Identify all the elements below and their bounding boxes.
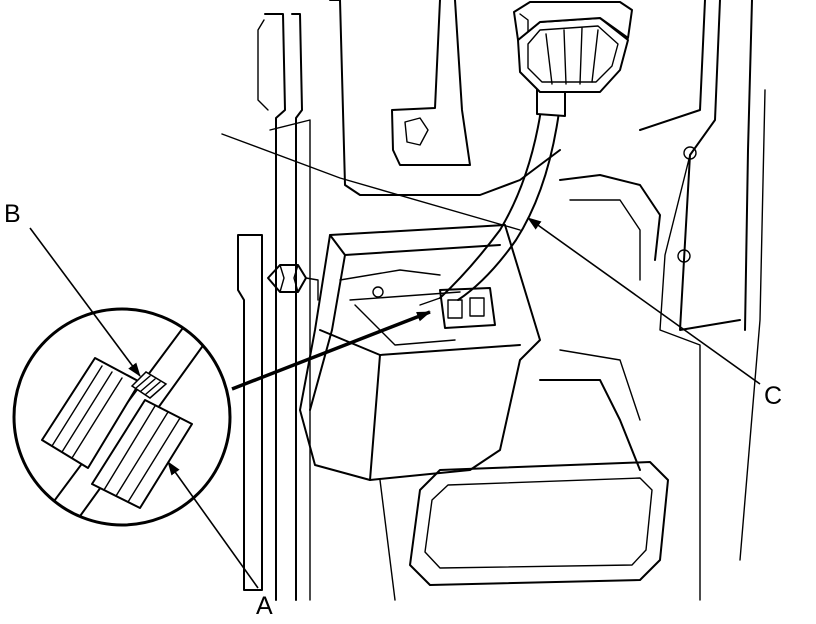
bolt <box>267 264 319 301</box>
detail-view <box>12 307 232 527</box>
hose <box>439 1 633 301</box>
leader-b <box>29 227 141 377</box>
leader-c <box>527 217 761 385</box>
callout-a: A <box>256 592 273 620</box>
magnify-arrow <box>231 310 431 391</box>
upper-frame <box>221 0 561 231</box>
callout-b: B <box>4 200 21 228</box>
leader-a <box>167 461 259 589</box>
leader-lines <box>29 217 761 589</box>
component-housing <box>299 224 541 481</box>
vehicle-assembly-drawing <box>221 0 766 601</box>
lower-frame <box>379 349 669 601</box>
right-frame <box>559 0 766 601</box>
callout-c: C <box>764 382 782 410</box>
left-pillar <box>237 13 311 601</box>
